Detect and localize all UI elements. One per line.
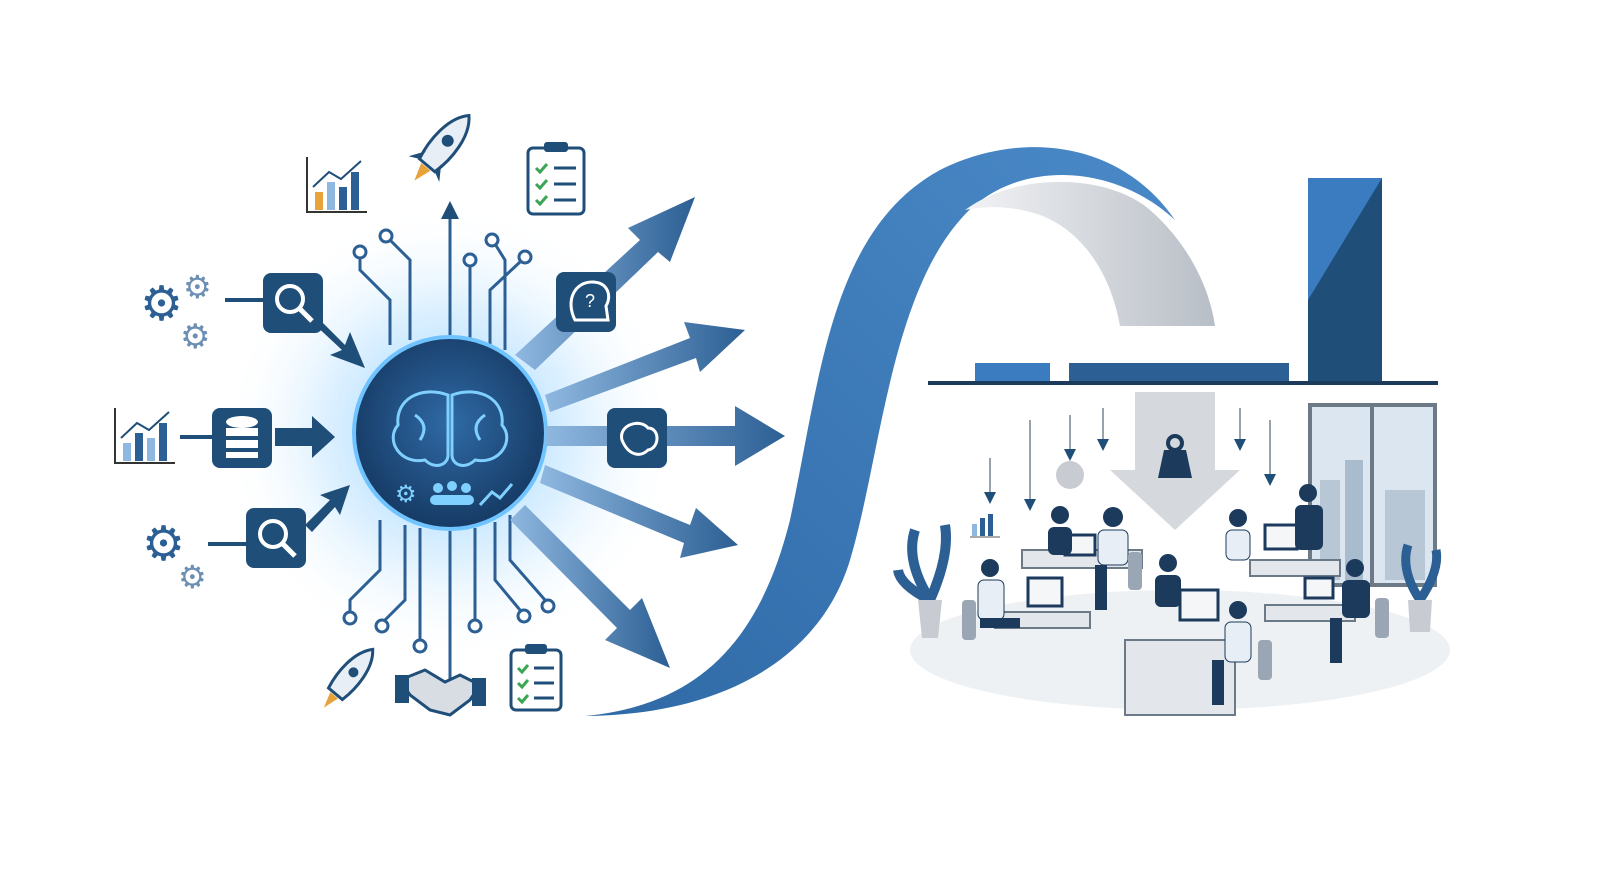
gears-icon: ⚙	[180, 318, 210, 356]
baseline	[928, 381, 1438, 385]
gear-icon: ⚙	[395, 481, 417, 508]
stressed-face-icon	[1056, 461, 1084, 489]
bar-chart	[928, 178, 1438, 385]
rocket-icon	[323, 647, 375, 708]
gears-icon: ⚙	[142, 518, 185, 571]
rocket-icon	[408, 113, 471, 183]
small-bar	[975, 363, 1050, 381]
bar-chart-icon	[114, 408, 175, 464]
search-icon	[246, 508, 306, 568]
handshake-icon	[395, 668, 486, 717]
small-chart-icon	[970, 514, 1000, 538]
input-arrows	[180, 298, 365, 546]
pressure-arrows	[984, 408, 1276, 511]
database-icon	[212, 408, 272, 468]
clipboard-checklist-icon	[526, 142, 586, 216]
plant-left	[893, 524, 951, 638]
gears-icon: ⚙	[140, 278, 183, 331]
gears-icon: ⚙	[183, 269, 212, 305]
wide-bar	[1069, 363, 1289, 381]
plant-right	[1401, 543, 1442, 632]
weight-icon	[1158, 434, 1192, 478]
brain-icon	[607, 408, 667, 468]
ai-core: ⚙	[352, 335, 548, 531]
brain-icon	[391, 390, 509, 467]
window	[1308, 403, 1437, 587]
search-icon	[263, 273, 323, 333]
gray-arch	[965, 181, 1215, 326]
head-question-icon: ?	[556, 272, 616, 332]
people-icon	[430, 481, 474, 505]
clipboard-checklist-icon	[509, 644, 563, 712]
office-scene	[893, 403, 1450, 716]
people	[977, 484, 1370, 705]
svg-text:?: ?	[585, 291, 595, 311]
trend-up-icon	[478, 483, 514, 507]
gears-icon: ⚙	[178, 559, 207, 595]
s-curve	[585, 147, 1175, 716]
bar-chart-icon	[306, 157, 367, 213]
circuit-lines	[342, 201, 556, 680]
chairs	[962, 552, 1389, 680]
